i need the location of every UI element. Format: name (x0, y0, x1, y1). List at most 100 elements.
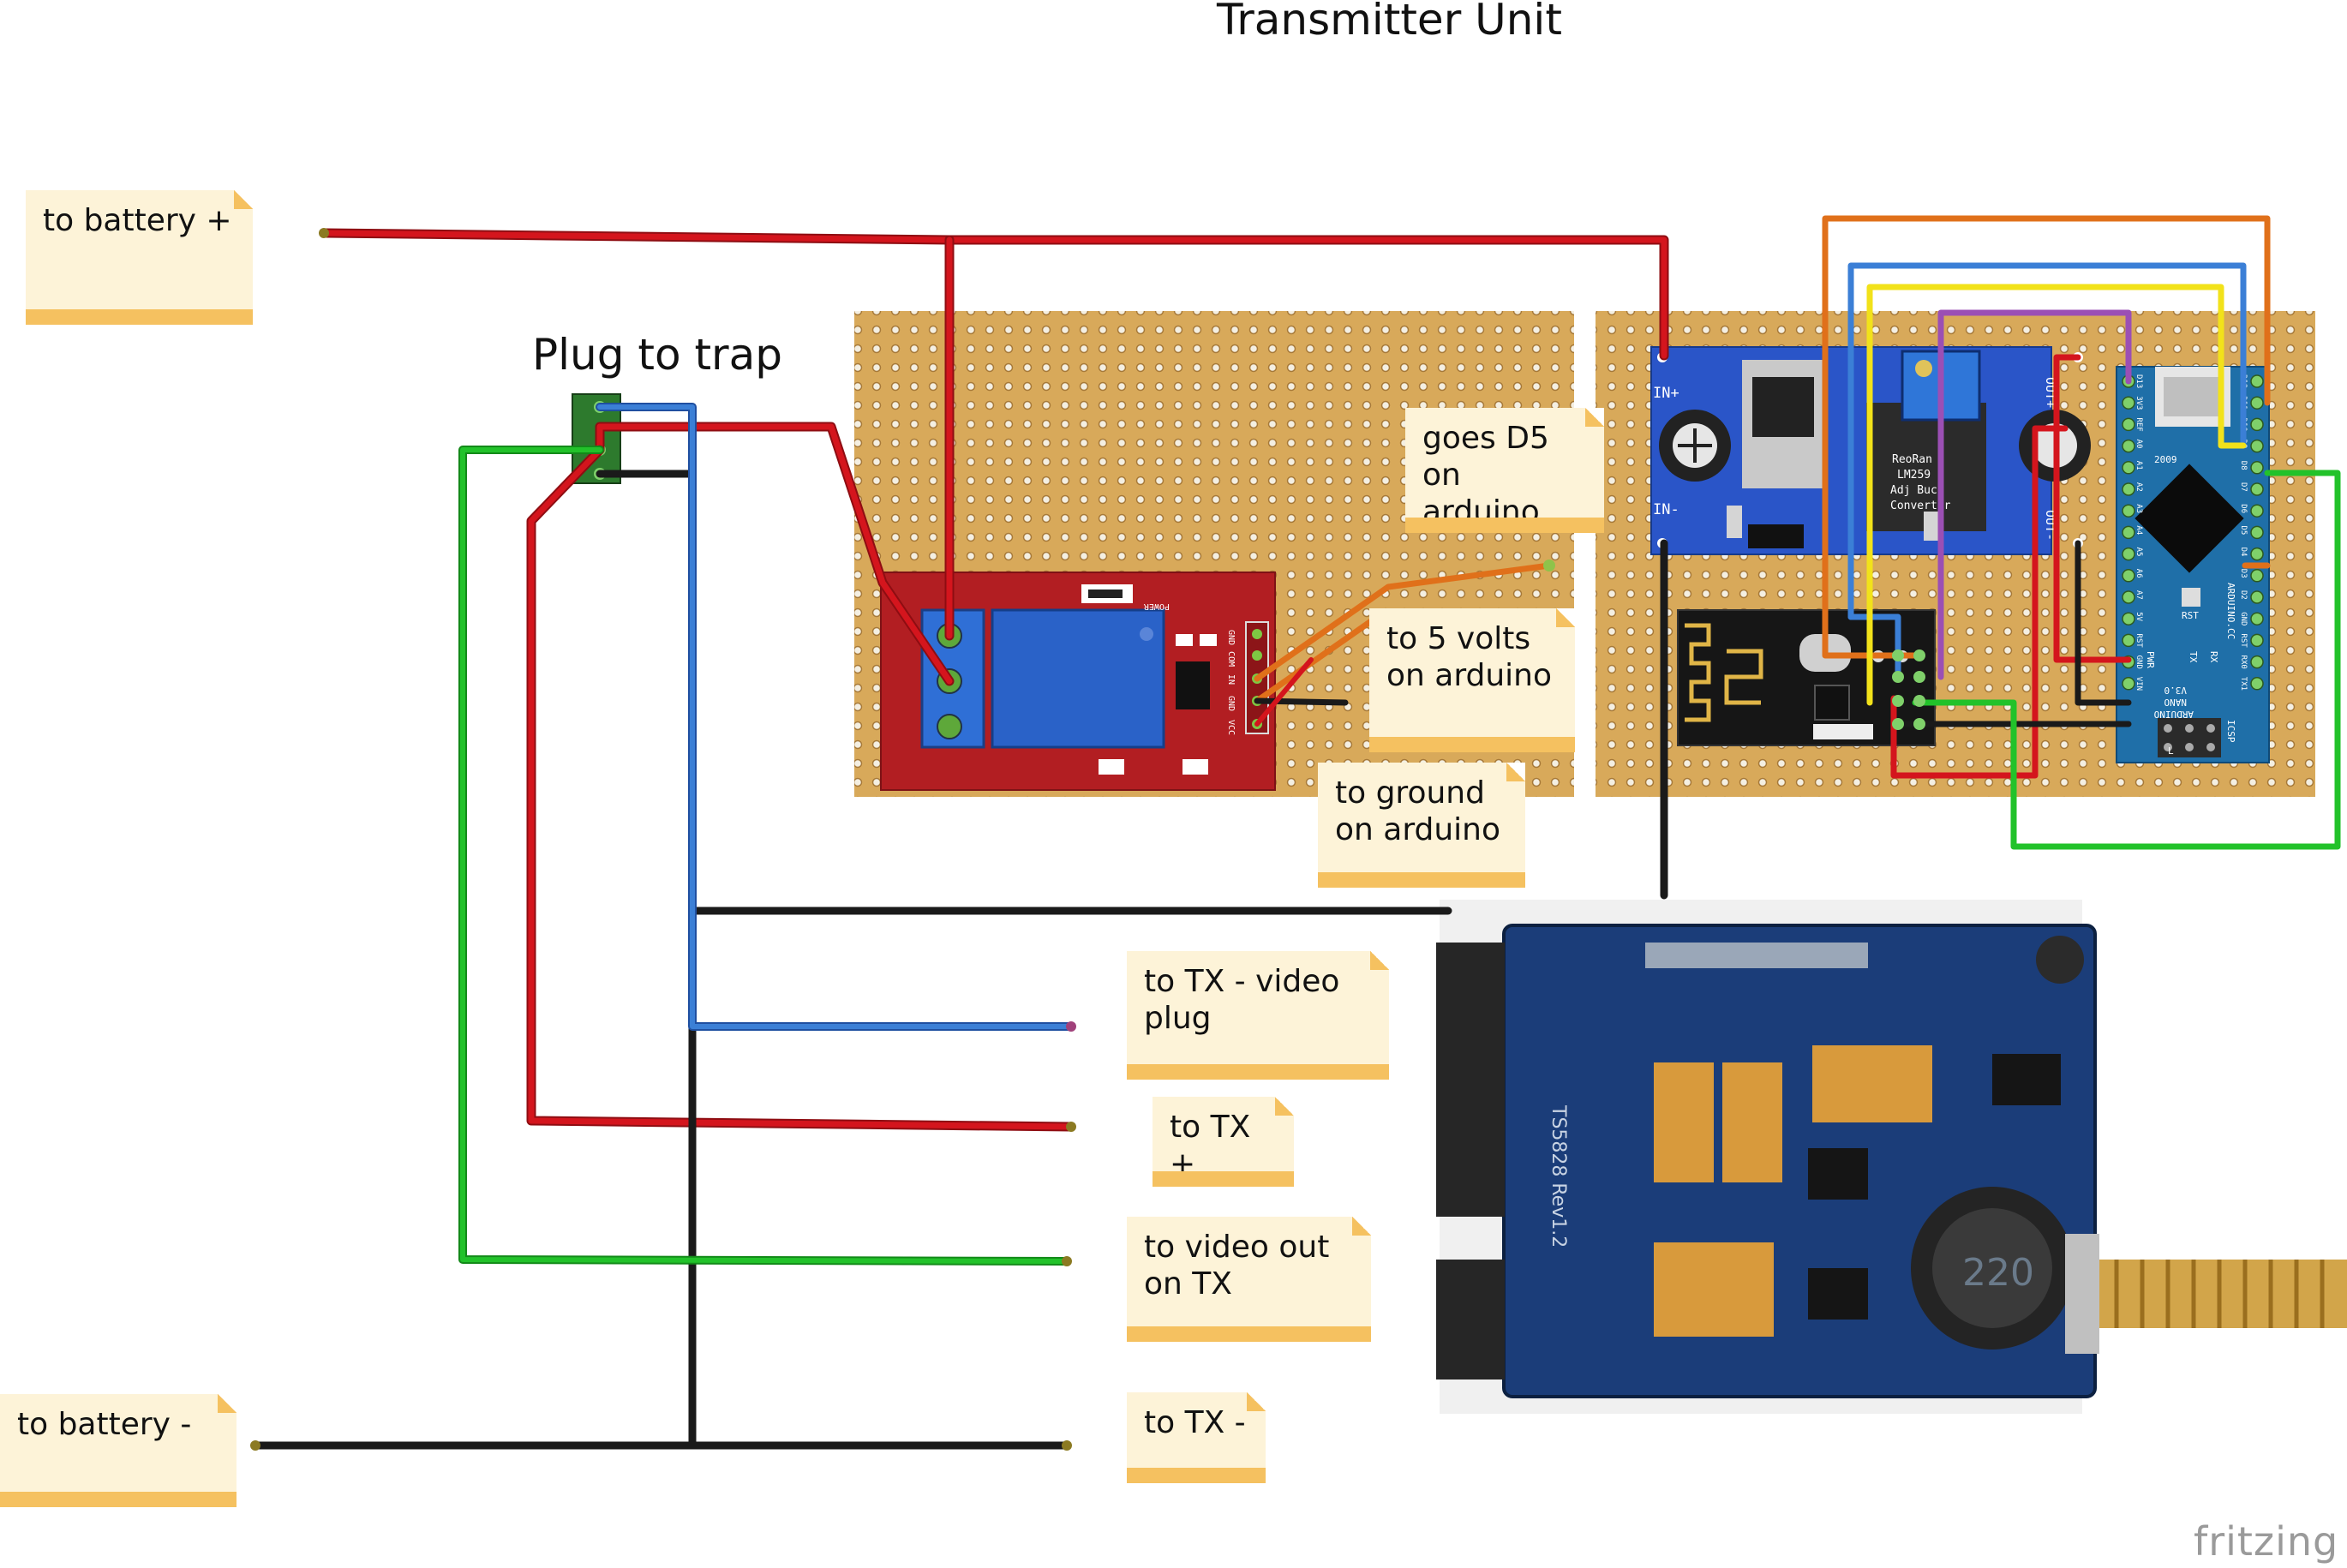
arduino-left-a5-pin (2122, 547, 2135, 561)
arduino-l: L (2168, 745, 2174, 757)
arduino-right-d7-label: D7 (2239, 482, 2248, 492)
arduino-right-d3-label: D3 (2239, 569, 2248, 578)
arduino-left-d13-label: D13 (2134, 374, 2143, 388)
arduino-left-ref-label: REF (2134, 417, 2143, 431)
wire-red-5v (2053, 354, 2132, 663)
buck-chip-line-1: ReoRan (1892, 453, 1932, 466)
arduino-left-a7-label: A7 (2134, 590, 2143, 600)
arduino-left-a4-label: A4 (2134, 525, 2143, 535)
relay-pin-vcc: VCC (1226, 720, 1236, 735)
arduino-right-d6-pin (2250, 504, 2264, 518)
arduino-right-d9-pin (2250, 439, 2264, 453)
wire-relay-gnd (1254, 697, 1349, 706)
wire-relay-vcc (1254, 618, 1374, 704)
arduino-right-d2-label: D2 (2239, 590, 2248, 600)
arduino-left-5v-pin (2122, 612, 2135, 625)
note-video-out: to video out on TX (1127, 1217, 1371, 1342)
arduino-left-a1-pin (2122, 461, 2135, 475)
note-to-5v-text: to 5 volts on arduino (1386, 621, 1553, 693)
note-fold-icon (1275, 1097, 1294, 1116)
arduino-left-3v3-pin (2122, 396, 2135, 410)
arduino-right-d6-label: D6 (2239, 504, 2248, 513)
arduino-year: 2009 (2154, 454, 2177, 465)
note-fold-icon (1506, 763, 1525, 781)
relay-pin-in: IN (1226, 674, 1236, 685)
wire-orange-short (1822, 540, 1923, 659)
arduino-left-ref-pin (2122, 417, 2135, 432)
arduino-right-d8-label: D8 (2239, 461, 2248, 470)
note-fold-icon (1352, 1217, 1371, 1236)
arduino-right-d10-pin (2250, 417, 2264, 432)
note-battery-minus-text: to battery - (17, 1407, 192, 1442)
arduino-left-a6-label: A6 (2134, 569, 2143, 578)
arduino-cc: ARDUINO.CC (2225, 583, 2236, 639)
arduino-rx: RX (2208, 651, 2219, 663)
wire-yellow-signal (1866, 284, 2247, 706)
buck-in-minus: IN- (1653, 501, 1679, 518)
wire-green-loop (1912, 470, 2341, 850)
arduino-left-a4-pin (2122, 525, 2135, 540)
arduino-left-a5-label: A5 (2134, 548, 2143, 557)
plug-title: Plug to trap (532, 330, 782, 380)
tx-board-side-label: TS5828 Rev1.2 (1548, 1104, 1569, 1248)
arduino-left-a3-pin (2122, 504, 2135, 518)
arduino-rst: RST (2182, 610, 2199, 621)
arduino-labels: 2009 RST PWR TX RX L ARDUINO.CC ICSP (2145, 454, 2236, 757)
arduino-left-rst-label: RST (2134, 633, 2143, 648)
arduino-right-d5-label: D5 (2239, 525, 2248, 535)
note-to-ground: to ground on arduino (1318, 763, 1525, 888)
note-goes-d5: goes D5 on arduino (1405, 408, 1604, 533)
wire-purple-signal (1937, 309, 2132, 680)
note-tx-video-text: to TX - video plug (1144, 964, 1340, 1036)
relay-pin-com: COM (1226, 651, 1236, 667)
relay-module (880, 572, 1276, 791)
arduino-left-a2-label: A2 (2134, 482, 2143, 492)
wire-endpoints (250, 228, 1555, 1451)
arduino-right-d4-label: D4 (2239, 548, 2248, 557)
arduino-left-a2-pin (2122, 482, 2135, 496)
note-tx-plus: to TX + (1153, 1097, 1294, 1187)
arduino-right-gnd-pin (2250, 612, 2264, 625)
note-battery-minus: to battery - (0, 1394, 236, 1507)
diagram-title: Transmitter Unit (1217, 0, 1562, 45)
fritzing-watermark: fritzing (2194, 1518, 2339, 1565)
arduino-right-d4-pin (2250, 547, 2264, 561)
note-fold-icon (1585, 408, 1604, 427)
tx-inductor-value: 220 (1962, 1251, 2034, 1295)
note-video-out-text: to video out on TX (1144, 1230, 1330, 1302)
arduino-right-rst-label: RST (2239, 633, 2248, 648)
arduino-right-gnd-label: GND (2239, 612, 2248, 625)
arduino-right-d11-pin (2250, 396, 2264, 410)
arduino-left-a7-pin (2122, 590, 2135, 604)
wire-ground-to-buck (688, 539, 1668, 915)
note-battery-plus: to battery + (26, 190, 253, 325)
video-transmitter-module (1436, 900, 2347, 1414)
wire-blue-signal (1847, 262, 2247, 620)
arduino-right-rst-pin (2250, 633, 2264, 648)
wire-relay-red-pin (1254, 657, 1314, 727)
relay-pin-labels: GND COM IN GND VCC POWER (1143, 601, 1236, 735)
note-fold-icon (1556, 608, 1575, 627)
relay-pin-gnd2: GND (1226, 696, 1236, 711)
arduino-right-rx0-label: RX0 (2239, 655, 2248, 669)
note-to-5v: to 5 volts on arduino (1369, 608, 1575, 752)
arduino-right-d8-pin (2250, 461, 2264, 475)
arduino-nano (2116, 366, 2270, 763)
note-tx-video: to TX - video plug (1127, 951, 1389, 1080)
note-to-ground-text: to ground on arduino (1335, 775, 1501, 847)
arduino-pwr: PWR (2145, 651, 2156, 668)
arduino-right-tx1-label: TX1 (2239, 677, 2248, 691)
arduino-tx: TX (2188, 651, 2199, 663)
arduino-left-a0-pin (2122, 439, 2135, 453)
note-tx-minus: to TX - (1127, 1392, 1266, 1483)
arduino-board-name-1: ARDUINO (2154, 709, 2194, 720)
relay-power-label: POWER (1143, 601, 1170, 611)
arduino-left-gnd-label: GND (2134, 655, 2143, 669)
arduino-left-3v3-label: 3V3 (2134, 396, 2143, 410)
buck-chip-line-2: LM259 (1897, 469, 1931, 482)
note-battery-plus-text: to battery + (43, 203, 232, 238)
note-fold-icon (1247, 1392, 1266, 1411)
wire-relay-in (1254, 562, 1553, 682)
